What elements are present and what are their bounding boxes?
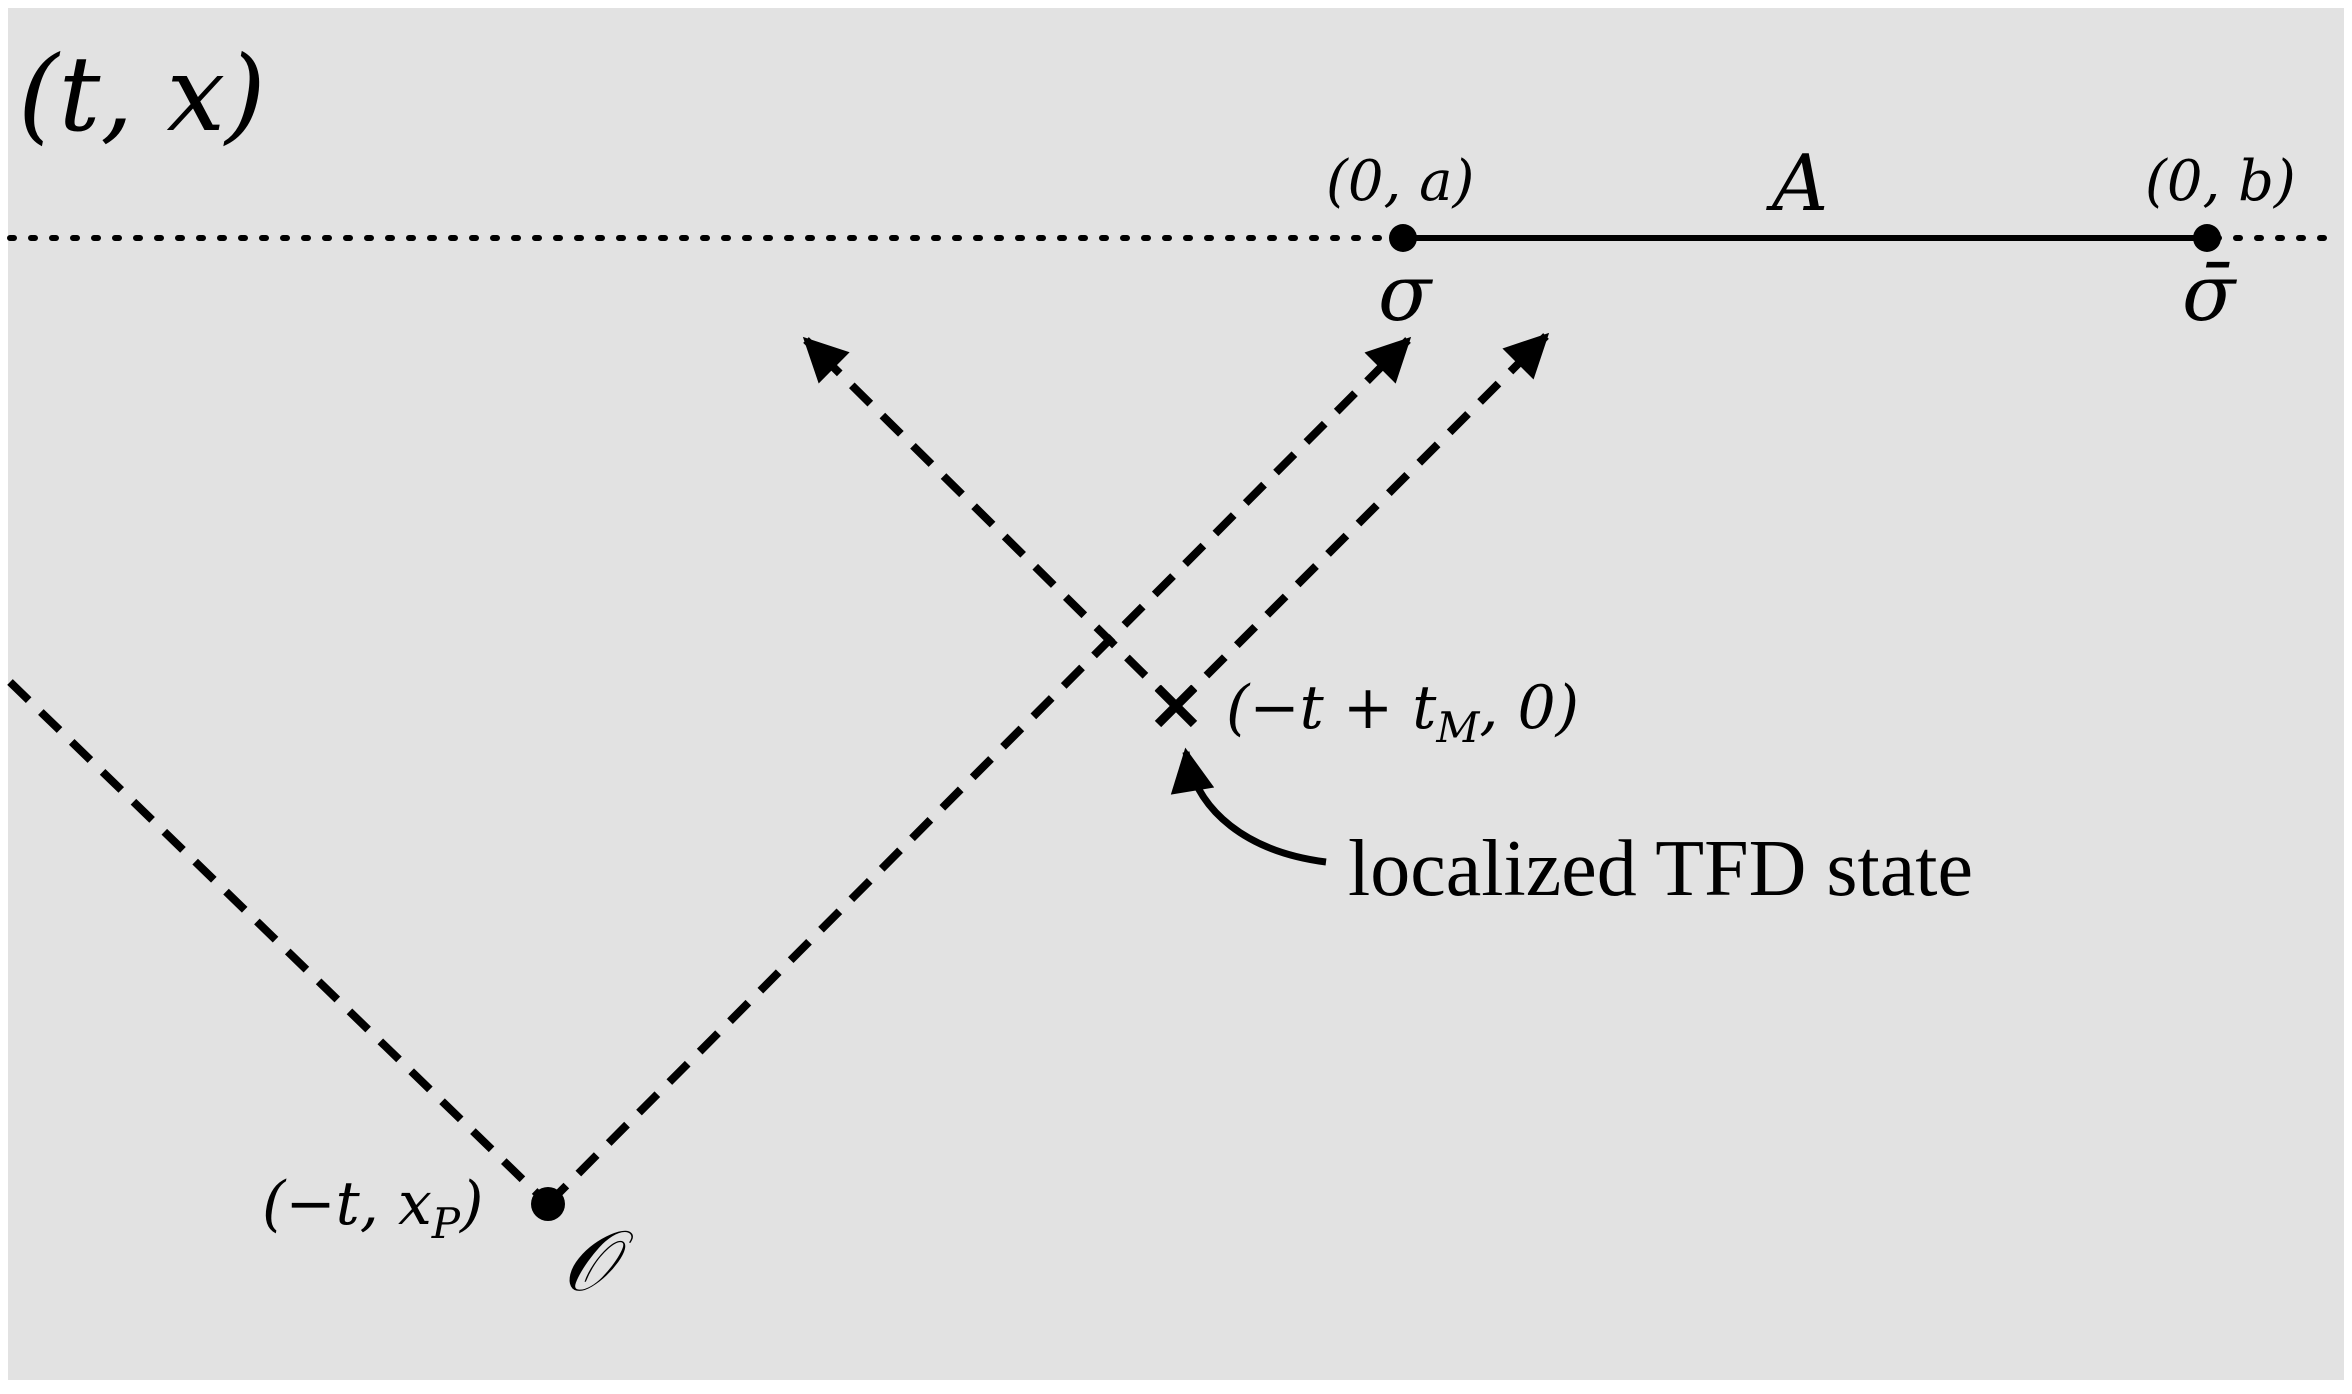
- tfd-right-ray: [1173, 332, 1550, 709]
- operator-point-label: (−t, xP): [262, 1169, 483, 1248]
- state-annotation-label: localized TFD state: [1348, 825, 1973, 913]
- sigma-label: σ: [1378, 249, 1433, 339]
- right-light-ray-to-sigma: [545, 336, 1412, 1207]
- annotation-curved-arrow: [1170, 747, 1327, 866]
- endpoint-a-dot: [1389, 224, 1417, 252]
- point-b-label: (0, b): [2145, 149, 2296, 214]
- point-a-label: (0, a): [1326, 149, 1474, 214]
- coordinates-label: (t, x): [18, 33, 266, 155]
- sigma-bar-label: σ̄: [2182, 249, 2237, 339]
- left-light-ray-dashed: [7, 679, 551, 1207]
- operator-point-dot: [531, 1187, 565, 1221]
- endpoint-b-dot: [2193, 224, 2221, 252]
- tfd-left-ray: [802, 336, 1179, 709]
- region-a-label: A: [1766, 139, 1828, 229]
- tfd-state-point-label: (−t + tM, 0): [1226, 673, 1579, 752]
- tfd-state-cross-marker: [1154, 684, 1198, 728]
